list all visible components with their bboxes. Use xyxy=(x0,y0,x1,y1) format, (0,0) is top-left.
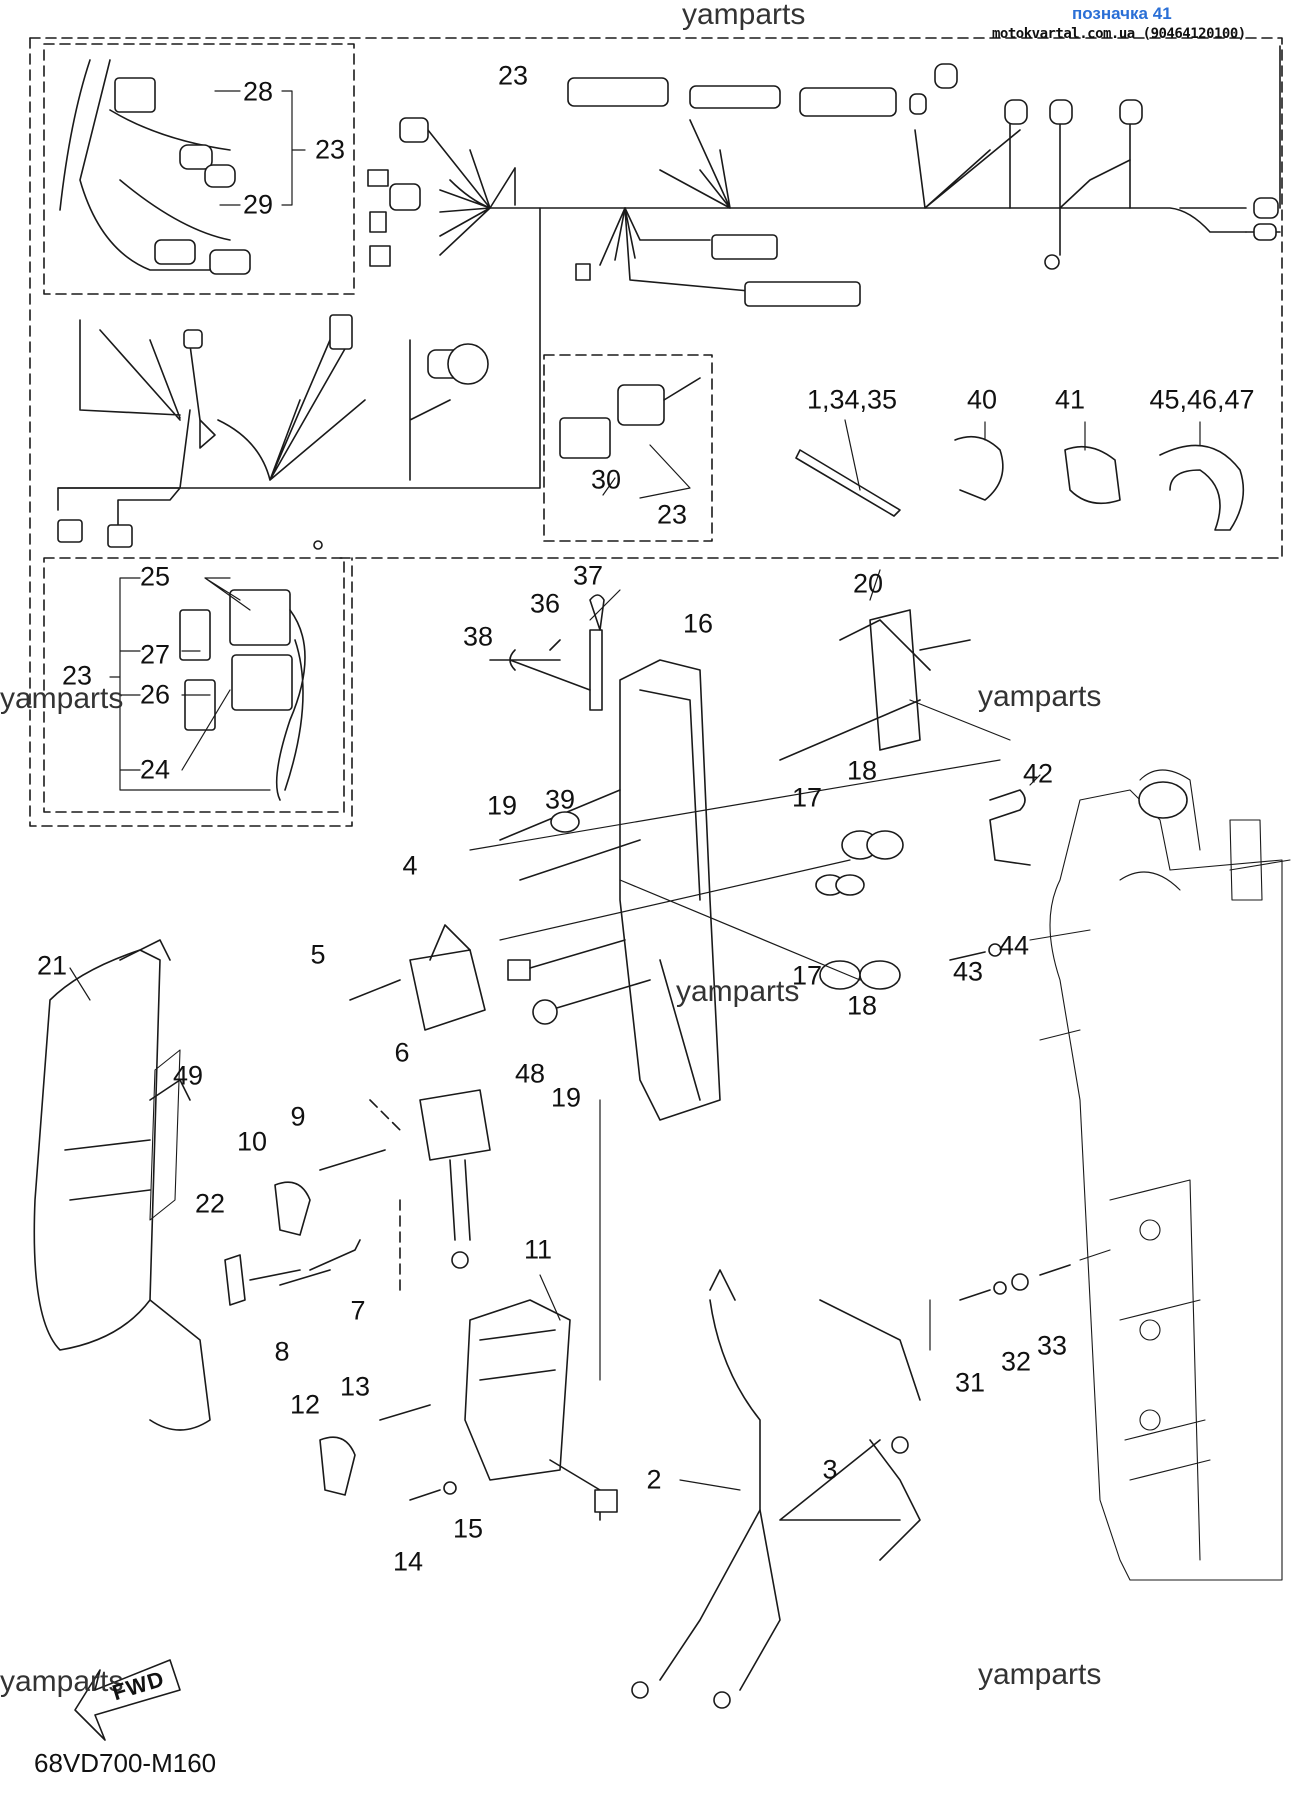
starter-relay-group xyxy=(224,1089,491,1306)
fwd-arrow xyxy=(74,1659,181,1741)
watermark-left: yamparts xyxy=(0,682,124,715)
watermark-right: yamparts xyxy=(978,680,1102,713)
callout-44: 44 xyxy=(998,930,1030,961)
watermark-bottom-left: yamparts xyxy=(0,1665,124,1698)
diagram-code: 68VD700-M160 xyxy=(34,1748,217,1778)
callout-2: 2 xyxy=(646,1464,662,1495)
callout-23-relay: 23 xyxy=(656,499,688,530)
watermark-top: yamparts xyxy=(682,0,806,31)
clips-and-ties xyxy=(795,419,1245,531)
callout-22: 22 xyxy=(194,1188,226,1219)
group-boxes xyxy=(29,37,1283,827)
callout-38: 38 xyxy=(462,621,494,652)
relay-30-23 xyxy=(559,377,701,499)
callout-14: 14 xyxy=(392,1546,424,1577)
callout-41: 41 xyxy=(1054,384,1086,415)
callout-25: 25 xyxy=(139,561,171,592)
main-bracket-assembly xyxy=(349,569,1041,1121)
callout-4: 4 xyxy=(402,850,418,881)
watermark-center: yamparts xyxy=(676,975,800,1008)
callout-36: 36 xyxy=(529,588,561,619)
callout-15: 15 xyxy=(452,1513,484,1544)
callout-28: 28 xyxy=(242,76,274,107)
callout-31: 31 xyxy=(954,1367,986,1398)
callout-37: 37 xyxy=(572,560,604,591)
callout-9: 9 xyxy=(290,1101,306,1132)
callout-20: 20 xyxy=(852,568,884,599)
callout-5: 5 xyxy=(310,939,326,970)
callout-16: 16 xyxy=(682,608,714,639)
callout-17-top: 17 xyxy=(791,782,823,813)
cover-21 xyxy=(33,939,211,1431)
callout-43: 43 xyxy=(952,956,984,987)
callout-21: 21 xyxy=(36,950,68,981)
bolt-washer-group xyxy=(929,1264,1071,1351)
rectifier-group xyxy=(319,1099,618,1521)
callout-26: 26 xyxy=(139,679,171,710)
callout-23-inset: 23 xyxy=(314,134,346,165)
callout-42: 42 xyxy=(1022,758,1054,789)
callout-49: 49 xyxy=(172,1060,204,1091)
callout-19-top: 19 xyxy=(486,790,518,821)
callout-18-bottom: 18 xyxy=(846,990,878,1021)
source-label: motokvartal.com.ua (90464120100) xyxy=(992,26,1246,42)
inset-sensor-harness xyxy=(59,59,306,275)
callout-7: 7 xyxy=(350,1295,366,1326)
callout-32: 32 xyxy=(1000,1346,1032,1377)
callout-19-bottom: 19 xyxy=(550,1082,582,1113)
callout-3: 3 xyxy=(822,1454,838,1485)
callout-18-top: 18 xyxy=(846,755,878,786)
callout-6: 6 xyxy=(394,1037,410,1068)
callout-33: 33 xyxy=(1036,1330,1068,1361)
callout-40: 40 xyxy=(966,384,998,415)
engine-block xyxy=(1029,769,1291,1581)
callout-8: 8 xyxy=(274,1336,290,1367)
callout-1-34-35: 1,34,35 xyxy=(806,384,898,415)
callout-30: 30 xyxy=(590,464,622,495)
callout-45-46-47: 45,46,47 xyxy=(1149,384,1255,415)
callout-11: 11 xyxy=(523,1234,553,1265)
ground-cable-group xyxy=(631,1269,921,1709)
callout-39: 39 xyxy=(544,784,576,815)
wire-harness xyxy=(367,45,1281,307)
watermark-bottom-right: yamparts xyxy=(978,1658,1102,1691)
inset-sub-harness xyxy=(57,207,541,550)
callout-29: 29 xyxy=(242,189,274,220)
inset-relay-block xyxy=(109,577,306,801)
callout-24: 24 xyxy=(139,754,171,785)
callout-17-bottom: 17 xyxy=(791,960,823,991)
badge-label: позначка 41 xyxy=(1072,4,1172,23)
callout-23-relays: 23 xyxy=(61,660,93,691)
callout-12: 12 xyxy=(289,1389,321,1420)
callout-13: 13 xyxy=(339,1371,371,1402)
callout-27: 27 xyxy=(139,639,171,670)
callout-23-harness: 23 xyxy=(497,60,529,91)
callout-48: 48 xyxy=(514,1058,546,1089)
callout-10: 10 xyxy=(236,1126,268,1157)
